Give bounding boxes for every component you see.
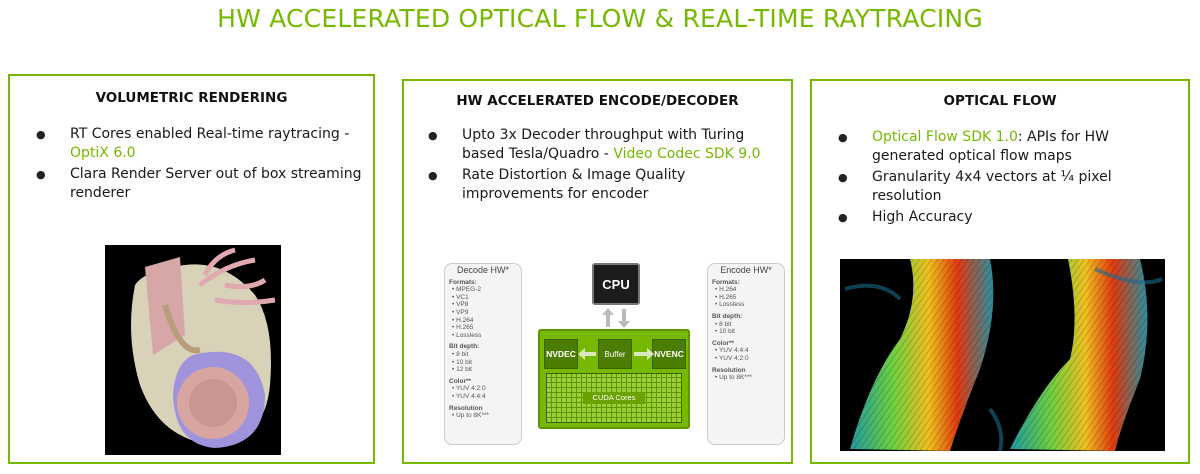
encode-color-label: Color**	[712, 339, 735, 347]
cuda-cores-label: CUDA Cores	[583, 392, 645, 404]
optix-link[interactable]: OptiX 6.0	[70, 145, 136, 161]
encode-bitdepth-label: Bit depth:	[712, 312, 743, 320]
spec-item: • VC1	[452, 293, 469, 301]
spec-item: • 8 bit	[452, 350, 469, 358]
nvenc-block: NVENC	[652, 339, 686, 369]
nvdec-label: NVDEC	[546, 349, 576, 359]
bullet-text: RT Cores enabled Real-time raytracing -	[70, 126, 350, 142]
decode-res-list: • Up to 8K***	[449, 412, 517, 420]
panel-heading: HW ACCELERATED ENCODE/DECODER	[456, 93, 739, 109]
video-codec-sdk-link[interactable]: Video Codec SDK 9.0	[613, 146, 761, 162]
codec-diagram: Decode HW* Formats: • MPEG-2• VC1• VP8• …	[444, 263, 789, 447]
spec-item: • 10 bit	[715, 328, 735, 336]
nvenc-label: NVENC	[654, 349, 684, 359]
spec-item: • 12 bit	[452, 366, 472, 374]
decode-formats-label: Formats:	[449, 278, 477, 286]
spec-item: • YUV 4:4:4	[452, 392, 486, 400]
decode-formats-list: • MPEG-2• VC1• VP8• VP9• H.264• H.265• L…	[449, 286, 517, 339]
panel-heading: OPTICAL FLOW	[943, 93, 1057, 109]
spec-item: • H.265	[452, 324, 474, 332]
gpu-board: NVDEC Buffer NVENC CUDA Cores	[538, 329, 690, 429]
spec-item: • Lossless	[715, 301, 745, 309]
spec-item: • YUV 4:2:0	[452, 385, 486, 393]
cpu-gpu-arrows	[602, 308, 630, 328]
bullet-list: Optical Flow SDK 1.0: APIs for HW genera…	[838, 128, 1178, 229]
bullet-list: RT Cores enabled Real-time raytracing - O…	[36, 125, 366, 205]
encode-formats-list: • H.264• H.265• Lossless	[712, 286, 780, 309]
panel-optical-flow: OPTICAL FLOW Optical Flow SDK 1.0: APIs …	[810, 79, 1190, 464]
encode-res-label: Resolution	[712, 366, 746, 374]
bullet-item: Optical Flow SDK 1.0: APIs for HW genera…	[838, 128, 1178, 166]
decode-bitdepth-list: • 8 bit• 10 bit• 12 bit	[449, 351, 517, 374]
bullet-item: High Accuracy	[838, 208, 1178, 227]
spec-item: • YUV 4:4:4	[715, 347, 749, 355]
decode-bitdepth-label: Bit depth:	[449, 343, 480, 351]
spec-item: • Lossless	[452, 331, 482, 339]
spec-item: • H.264	[452, 316, 474, 324]
spec-item: • Up to 8K***	[452, 412, 489, 420]
spec-item: • 8 bit	[715, 320, 732, 328]
cpu-block: CPU	[592, 263, 640, 305]
encode-hw-card: Encode HW* Formats: • H.264• H.265• Loss…	[707, 263, 785, 445]
optical-flow-sdk-link[interactable]: Optical Flow SDK 1.0	[872, 129, 1018, 145]
bullet-item: Clara Render Server out of box streaming…	[36, 165, 366, 203]
decode-color-list: • YUV 4:2:0• YUV 4:4:4	[449, 385, 517, 400]
panel-heading: VOLUMETRIC RENDERING	[95, 90, 288, 106]
spec-item: • YUV 4:2:0	[715, 354, 749, 362]
encode-res-list: • Up to 8K***	[712, 374, 780, 382]
nvdec-block: NVDEC	[544, 339, 578, 369]
decode-title: Decode HW*	[456, 265, 510, 275]
decode-res-label: Resolution	[449, 404, 483, 412]
bullet-text: Upto 3x Decoder throughput with Turing b…	[462, 127, 745, 162]
optical-flow-map-image	[840, 259, 1165, 451]
buffer-arrows	[578, 348, 654, 360]
spec-item: • H.264	[715, 286, 737, 294]
spec-item: • H.265	[715, 293, 737, 301]
spec-item: • Up to 8K***	[715, 374, 752, 382]
heart-volume-render-image	[105, 245, 281, 455]
cpu-label: CPU	[602, 276, 630, 292]
bullet-item: RT Cores enabled Real-time raytracing - O…	[36, 125, 366, 163]
cuda-cores-block: CUDA Cores	[546, 373, 682, 423]
decode-hw-card: Decode HW* Formats: • MPEG-2• VC1• VP8• …	[444, 263, 522, 445]
encode-formats-label: Formats:	[712, 278, 740, 286]
spec-item: • VP8	[452, 301, 469, 309]
bullet-item: Rate Distortion & Image Quality improvem…	[428, 166, 783, 204]
spec-item: • 10 bit	[452, 358, 472, 366]
spec-item: • VP9	[452, 308, 469, 316]
slide-title: HW ACCELERATED OPTICAL FLOW & REAL-TIME …	[217, 4, 983, 33]
buffer-block: Buffer	[598, 339, 632, 369]
panel-volumetric-rendering: VOLUMETRIC RENDERING RT Cores enabled Re…	[8, 74, 375, 464]
decode-color-label: Color**	[449, 377, 472, 385]
bullet-item: Granularity 4x4 vectors at ¼ pixel resol…	[838, 168, 1178, 206]
panel-encode-decode: HW ACCELERATED ENCODE/DECODER Upto 3x De…	[402, 79, 793, 464]
encode-title: Encode HW*	[720, 265, 772, 275]
bullet-text: : APIs for HW generated optical flow map…	[872, 129, 1110, 164]
encode-color-list: • YUV 4:4:4• YUV 4:2:0	[712, 347, 780, 362]
buffer-label: Buffer	[604, 349, 626, 359]
bullet-list: Upto 3x Decoder throughput with Turing b…	[428, 126, 783, 206]
encode-bitdepth-list: • 8 bit• 10 bit	[712, 321, 780, 336]
bullet-item: Upto 3x Decoder throughput with Turing b…	[428, 126, 783, 164]
spec-item: • MPEG-2	[452, 286, 482, 294]
